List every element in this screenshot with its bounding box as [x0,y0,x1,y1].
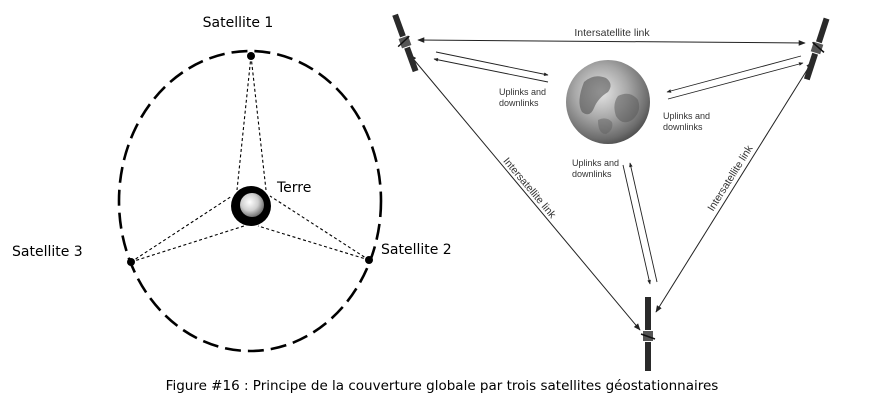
satellite-icon-top-left [392,13,419,73]
figure-caption: Figure #16 : Principe de la couverture g… [166,378,719,394]
updown-label-bottom: Uplinks and downlinks [572,158,622,179]
cone-line [130,225,245,263]
coverage-cones [130,55,370,263]
earth-label: Terre [276,180,311,196]
intersatellite-label-left: Intersatellite link [501,155,559,221]
cone-line [130,195,233,263]
updown-label-left: Uplinks and downlinks [499,87,549,108]
cone-line [269,195,370,261]
intersatellite-label-top: Intersatellite link [574,27,650,39]
geostationary-orbit [117,49,383,353]
earth-left [231,186,271,226]
cone-line [236,55,252,191]
right-diagram: Intersatellite link Intersatellite link … [392,13,830,371]
satellite-1-label: Satellite 1 [203,15,274,31]
intersatellite-link-left [409,54,641,331]
intersatellite-link-top [417,37,806,46]
satellite-3-dot [127,258,135,266]
cone-line [250,55,267,191]
cone-line [257,225,370,261]
globe-landmass [614,93,640,123]
satellite-1-dot [247,52,255,60]
intersatellite-label-right: Intersatellite link [705,143,755,214]
updown-label-right: Uplinks and downlinks [663,111,713,132]
earth-globe [566,60,650,144]
satellite-2-label: Satellite 2 [381,242,452,258]
updown-arrows-right [666,55,804,100]
left-diagram: Satellite 1 Satellite 2 Satellite 3 Terr… [12,15,452,353]
satellite-2-dot [365,256,373,264]
satellite-icon-top-right [803,17,830,81]
satellite-3-label: Satellite 3 [12,244,83,260]
updown-arrows-bottom [622,162,658,285]
globe-landmass [598,118,613,134]
updown-arrows-left [433,51,549,83]
intersatellite-link-right [655,61,813,313]
globe-landmass [579,76,611,115]
satellite-icon-bottom [640,297,656,371]
